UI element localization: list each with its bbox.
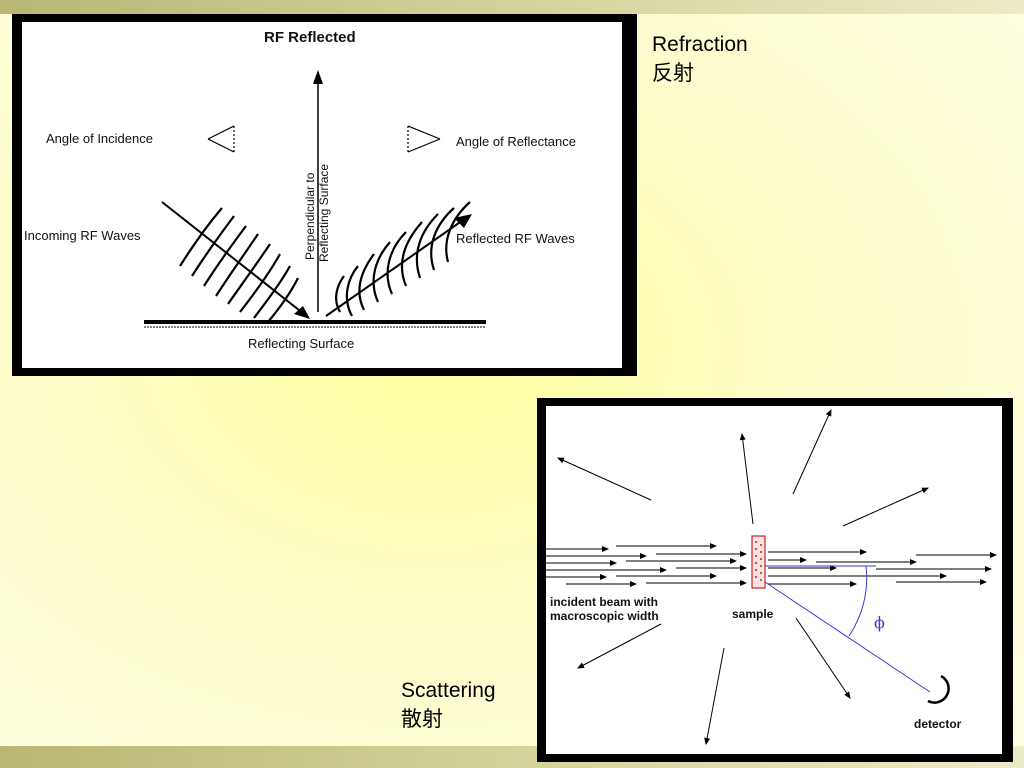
rf-diagram-svg: RF Reflected Perpendicular to Reflecting… <box>24 29 576 351</box>
scattering-diagram-svg: ϕ detector incident beam with macroscopi… <box>546 409 997 745</box>
scattering-figure-canvas: ϕ detector incident beam with macroscopi… <box>546 406 1002 754</box>
top-decorative-band <box>0 0 1024 14</box>
sample-block <box>751 535 766 589</box>
scattering-caption: Scattering 散射 <box>401 676 496 734</box>
rf-title: RF Reflected <box>264 29 356 46</box>
incoming-wavefronts <box>179 207 299 323</box>
angle-of-incidence-icon <box>207 125 235 153</box>
reflecting-surface-line <box>144 320 486 324</box>
incoming-ray <box>161 201 305 315</box>
reflected-rf-waves-label: Reflected RF Waves <box>456 231 575 246</box>
refraction-caption: Refraction 反射 <box>652 30 748 88</box>
scattering-figure: ϕ detector incident beam with macroscopi… <box>537 398 1013 762</box>
rf-reflected-figure: RF Reflected Perpendicular to Reflecting… <box>12 14 637 376</box>
perpendicular-arrowhead <box>313 70 323 84</box>
sample-label: sample <box>732 607 774 621</box>
perpendicular-label-line1: Perpendicular to <box>303 172 317 260</box>
incoming-ray-arrowhead <box>294 306 310 319</box>
transmitted-beam-lines <box>768 549 997 587</box>
reflected-ray-arrowhead <box>454 214 472 228</box>
scattering-title: Scattering <box>401 679 496 702</box>
angle-of-incidence-label: Angle of Incidence <box>46 131 153 146</box>
scattered-rays <box>557 409 929 745</box>
angle-of-reflectance-icon <box>407 125 441 153</box>
incident-beam-label-line2: macroscopic width <box>550 609 659 623</box>
incoming-rf-waves-label: Incoming RF Waves <box>24 228 141 243</box>
perpendicular-label-line2: Reflecting Surface <box>317 164 331 262</box>
scattering-subtitle: 散射 <box>401 708 443 731</box>
angle-of-reflectance-label: Angle of Reflectance <box>456 134 576 149</box>
refraction-subtitle: 反射 <box>652 62 694 85</box>
incident-beam-label-line1: incident beam with <box>550 595 658 609</box>
sample-dots <box>755 541 762 581</box>
incident-beam-lines <box>546 543 747 587</box>
reflected-wavefronts <box>335 201 471 317</box>
refraction-title: Refraction <box>652 33 748 56</box>
rf-figure-canvas: RF Reflected Perpendicular to Reflecting… <box>22 22 622 368</box>
scattered-beam-line <box>764 581 931 693</box>
detector-icon <box>927 674 950 704</box>
reflected-ray <box>325 217 467 317</box>
reflecting-surface-label: Reflecting Surface <box>248 336 354 351</box>
detector-label: detector <box>914 717 962 731</box>
scattering-angle-arc <box>848 565 868 637</box>
phi-symbol: ϕ <box>874 613 885 632</box>
